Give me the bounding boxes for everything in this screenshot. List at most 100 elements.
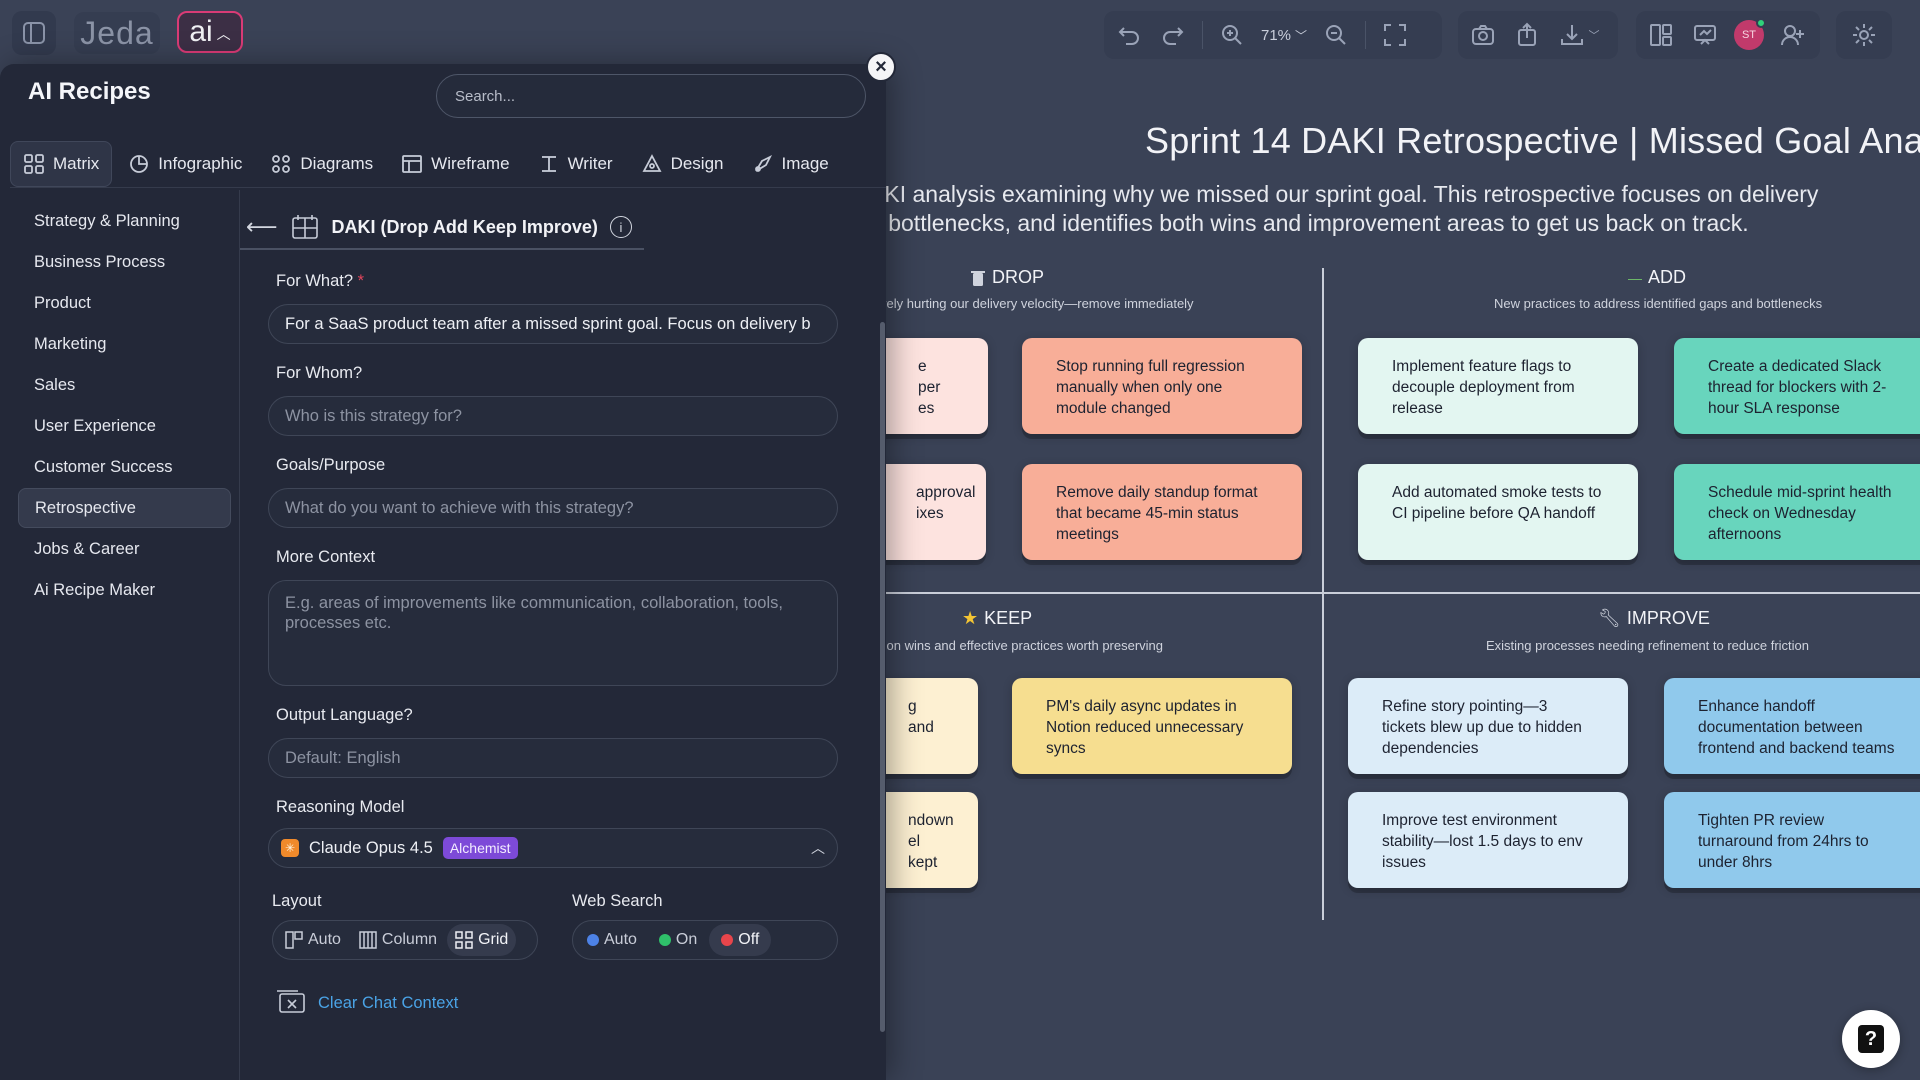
layout-option-grid[interactable]: Grid <box>447 924 517 956</box>
sticky-note[interactable]: Add automated smoke tests to CI pipeline… <box>1358 464 1638 560</box>
tab-label: Infographic <box>158 153 243 173</box>
present-button[interactable] <box>1690 20 1720 50</box>
download-button[interactable]: ﹀ <box>1556 20 1602 50</box>
share-button[interactable] <box>1512 20 1542 50</box>
ai-menu-button[interactable]: ai ︿ <box>177 11 243 53</box>
zoom-level-dropdown[interactable]: 71% ﹀ <box>1261 27 1307 44</box>
for-what-input[interactable]: For a SaaS product team after a missed s… <box>268 304 838 344</box>
category-product[interactable]: Product <box>34 293 91 312</box>
tab-writer[interactable]: Writer <box>526 141 625 187</box>
zoom-in-button[interactable] <box>1217 20 1247 50</box>
collab-group: ST <box>1636 11 1820 59</box>
category-customer-success[interactable]: Customer Success <box>34 457 173 476</box>
keep-title: KEEP <box>984 608 1033 628</box>
category-business-process[interactable]: Business Process <box>34 252 166 271</box>
redo-button[interactable] <box>1158 20 1188 50</box>
matrix-vertical-divider <box>1322 268 1324 920</box>
trash-icon <box>970 269 986 287</box>
layout-icon <box>1650 24 1672 46</box>
info-icon[interactable]: i <box>609 216 632 238</box>
tab-image[interactable]: Image <box>740 141 841 187</box>
zoom-in-icon <box>1222 25 1242 45</box>
sticky-note[interactable]: Stop running full regression manually wh… <box>1022 338 1302 434</box>
required-marker: * <box>357 272 365 290</box>
sticky-note[interactable]: Improve test environment stability—lost … <box>1348 792 1628 888</box>
fullscreen-button[interactable] <box>1380 20 1410 50</box>
settings-icon <box>1853 24 1875 46</box>
sticky-note[interactable]: Create a dedicated Slack thread for bloc… <box>1674 338 1920 434</box>
web-search-option-off[interactable]: Off <box>709 924 772 956</box>
panel-scrollbar[interactable] <box>880 322 885 1032</box>
reasoning-model-select[interactable]: ✳ Claude Opus 4.5 Alchemist ︿ <box>268 828 838 868</box>
clear-chat-context-button[interactable]: Clear Chat Context <box>276 988 458 1018</box>
settings-button[interactable] <box>1849 20 1879 50</box>
close-panel-button[interactable]: × <box>866 52 896 82</box>
tab-diagrams[interactable]: Diagrams <box>258 141 385 187</box>
board-subtitle-line-1: ured DAKI analysis examining why we miss… <box>860 181 1819 207</box>
sticky-note[interactable]: Implement feature flags to decouple depl… <box>1358 338 1638 434</box>
brand-logo: Jeda <box>74 12 160 54</box>
recipe-category-list: Strategy & Planning Business Process Pro… <box>10 190 240 1080</box>
layout-button[interactable] <box>1646 20 1676 50</box>
category-jobs-career[interactable]: Jobs & Career <box>34 539 140 558</box>
star-icon: ★ <box>962 608 979 628</box>
tab-infographic[interactable]: Infographic <box>116 141 254 187</box>
download-icon <box>1560 25 1583 45</box>
avatar[interactable]: ST <box>1734 18 1766 50</box>
note-text: e per es <box>918 358 941 417</box>
screenshot-button[interactable] <box>1468 20 1498 50</box>
sticky-note[interactable]: Refine story pointing—3 tickets blew up … <box>1348 678 1628 774</box>
zoom-out-button[interactable] <box>1321 20 1351 50</box>
sidebar-toggle-icon <box>23 22 45 44</box>
board-title[interactable]: Sprint 14 DAKI Retrospective | Missed Go… <box>1145 120 1920 161</box>
sticky-note[interactable]: Schedule mid-sprint health check on Wedn… <box>1674 464 1920 560</box>
blue-dot-icon <box>587 934 599 946</box>
output-language-input[interactable]: Default: English <box>268 738 838 778</box>
ai-label: ai <box>189 15 213 48</box>
tab-matrix[interactable]: Matrix <box>10 140 113 187</box>
more-context-textarea[interactable]: E.g. areas of improvements like communic… <box>268 580 838 686</box>
layout-option-column[interactable]: Column <box>351 924 445 956</box>
tab-wireframe[interactable]: Wireframe <box>389 141 521 187</box>
for-what-label: For What? * <box>276 272 365 290</box>
ai-recipes-panel: AI Recipes Matrix Infographic Diagrams W… <box>0 64 886 1080</box>
sticky-note[interactable]: Enhance handoff documentation between fr… <box>1664 678 1920 774</box>
category-strategy-planning[interactable]: Strategy & Planning <box>34 211 180 230</box>
clear-chat-label: Clear Chat Context <box>318 993 459 1012</box>
sticky-note[interactable]: Tighten PR review turnaround from 24hrs … <box>1664 792 1920 888</box>
drop-heading[interactable]: DROP <box>970 267 1044 288</box>
sticky-note[interactable]: PM's daily async updates in Notion reduc… <box>1012 678 1292 774</box>
board-subtitle-line-2: ues, QA bottlenecks, and identifies both… <box>860 210 1749 236</box>
sticky-note[interactable]: Remove daily standup format that became … <box>1022 464 1302 560</box>
keep-description: tion wins and effective practices worth … <box>880 638 1164 653</box>
grid-icon <box>24 153 44 174</box>
web-search-option-auto[interactable]: Auto <box>577 924 647 956</box>
add-heading[interactable]: — ADD <box>1628 267 1686 288</box>
category-marketing[interactable]: Marketing <box>34 334 107 353</box>
invite-user-button[interactable] <box>1778 20 1808 50</box>
for-whom-input[interactable]: Who is this strategy for? <box>268 396 838 436</box>
recipe-form: ⟵ DAKI (Drop Add Keep Improve) i For Wha… <box>240 190 876 1080</box>
category-ai-recipe-maker[interactable]: Ai Recipe Maker <box>34 580 156 599</box>
layout-option-auto[interactable]: Auto <box>277 924 349 956</box>
board-subtitle[interactable]: ured DAKI analysis examining why we miss… <box>860 180 1920 238</box>
panel-title: AI Recipes <box>28 78 151 105</box>
model-name: Claude Opus 4.5 <box>309 838 433 857</box>
auto-layout-icon <box>285 931 303 949</box>
recipe-search-input[interactable] <box>436 74 866 118</box>
web-search-option-on[interactable]: On <box>649 924 707 956</box>
sidebar-toggle-button[interactable] <box>12 11 56 55</box>
help-button[interactable]: ? <box>1842 1010 1900 1068</box>
tab-label: Diagrams <box>300 153 374 173</box>
category-retrospective[interactable]: Retrospective <box>18 488 231 528</box>
undo-button[interactable] <box>1114 20 1144 50</box>
category-user-experience[interactable]: User Experience <box>34 416 156 435</box>
tab-design[interactable]: Design <box>629 141 736 187</box>
improve-heading[interactable]: 🔧︎ IMPROVE <box>1598 608 1710 629</box>
category-sales[interactable]: Sales <box>34 375 76 394</box>
goals-input[interactable]: What do you want to achieve with this st… <box>268 488 838 528</box>
red-dot-icon <box>721 934 734 946</box>
green-dot-icon <box>658 934 671 946</box>
back-arrow-icon[interactable]: ⟵ <box>246 214 278 239</box>
keep-heading[interactable]: ★ KEEP <box>962 608 1032 629</box>
